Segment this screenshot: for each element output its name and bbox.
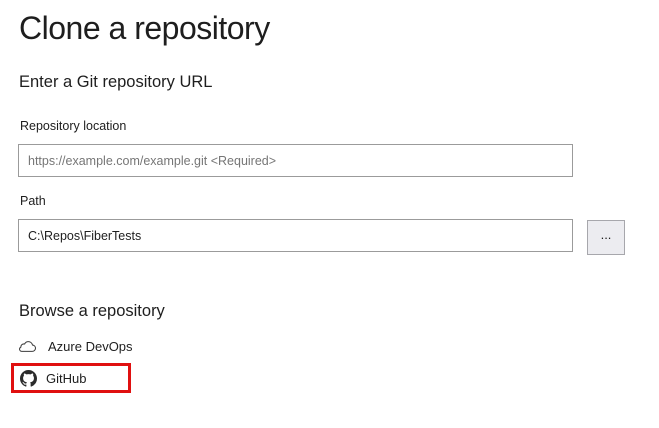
browse-path-button[interactable]: ... <box>587 220 625 255</box>
azure-devops-cloud-icon <box>19 340 37 353</box>
browse-item-github[interactable]: GitHub <box>14 366 128 390</box>
path-label: Path <box>20 194 46 208</box>
browse-section-heading: Browse a repository <box>19 302 165 320</box>
page-title: Clone a repository <box>19 10 270 46</box>
url-section-heading: Enter a Git repository URL <box>19 73 213 91</box>
annotation-highlight-box: GitHub <box>11 363 131 393</box>
browse-item-azure-devops[interactable]: Azure DevOps <box>19 336 133 356</box>
repository-location-input[interactable] <box>18 144 573 177</box>
browse-item-label: GitHub <box>46 370 87 386</box>
github-icon <box>20 369 37 387</box>
browse-item-label: Azure DevOps <box>48 338 133 354</box>
path-input[interactable] <box>18 219 573 252</box>
repository-location-label: Repository location <box>20 119 127 133</box>
